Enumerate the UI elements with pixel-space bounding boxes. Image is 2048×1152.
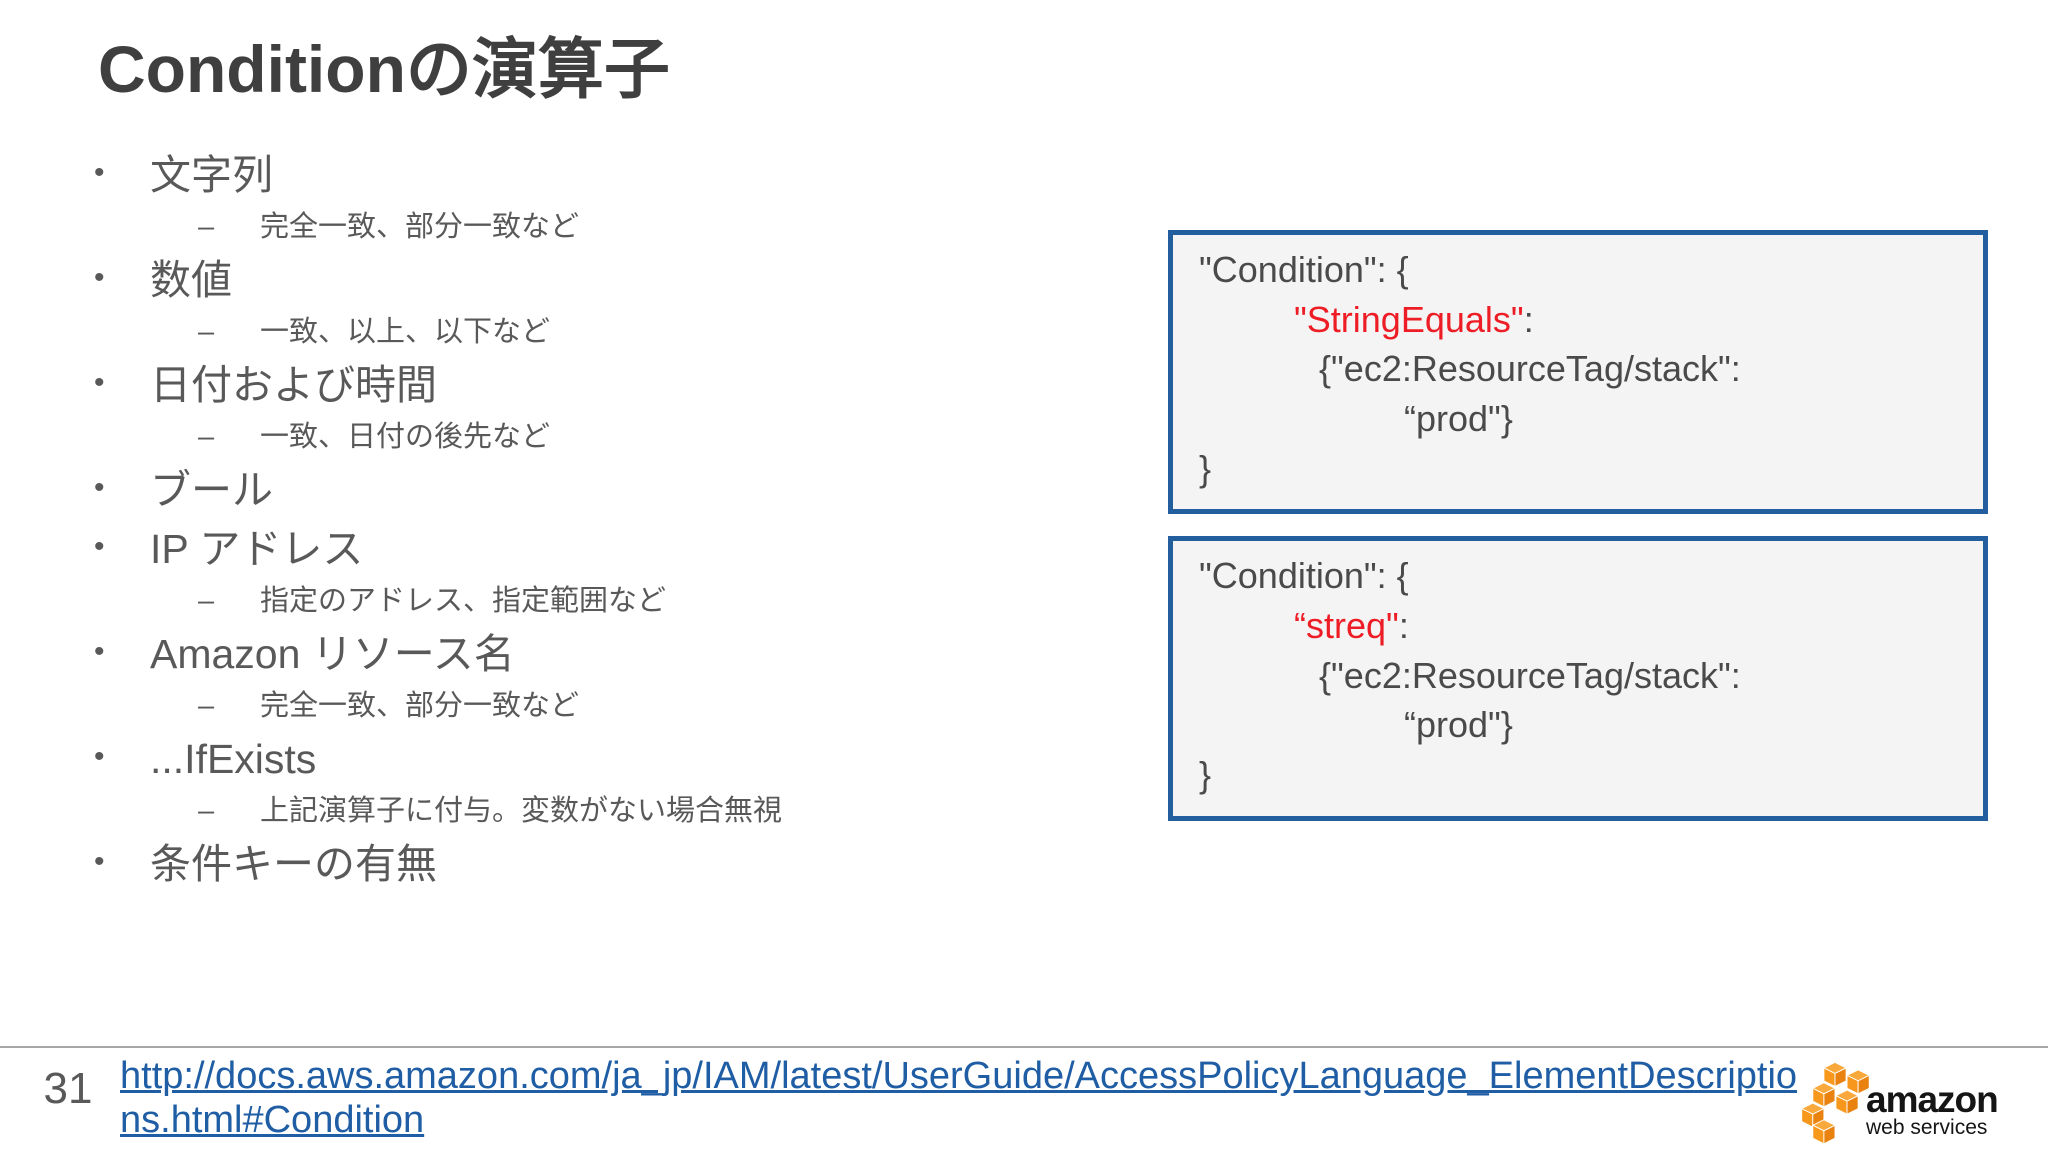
code-line: “prod"} [1404,704,1513,746]
code-line: {"ec2:ResourceTag/stack": [1319,348,1741,390]
bullet-subitem: 一致、日付の後先など [92,419,1112,457]
operator-highlight: “streq" [1294,605,1399,647]
bullet-item: 文字列 [92,150,1112,201]
aws-brand-label: amazon [1866,1078,1999,1120]
bullet-item: 数値 [92,255,1112,306]
code-line: } [1199,447,1212,489]
operator-colon: : [1523,298,1534,340]
operator-colon: : [1398,605,1409,647]
footer-divider [0,1046,2048,1048]
docs-url-line1: http://docs.aws.amazon.com/ja_jp/IAM/lat… [120,1055,1798,1097]
bullet-item: ブール [92,465,1112,516]
slide-page-number: 31 [43,1064,93,1113]
aws-logo: amazon web services [1798,1060,2044,1148]
bullet-item: 日付および時間 [92,360,1112,411]
code-line: “streq": [1199,601,1973,651]
aws-cubes-icon [1801,1061,1870,1145]
bullet-item: 条件キーの有無 [92,839,1112,890]
bullet-list: 文字列 完全一致、部分一致など 数値 一致、以上、以下など 日付および時間 一致… [92,142,1112,898]
bullet-subitem: 指定のアドレス、指定範囲など [92,583,1112,621]
bullet-subitem: 上記演算子に付与。変数がない場合無視 [92,793,1112,831]
code-box-streq: "Condition": { “streq": {"ec2:ResourceTa… [1168,536,1988,821]
page-title: Conditionの演算子 [98,32,670,106]
aws-subbrand-label: web services [1866,1116,1988,1140]
code-example-column: "Condition": { "StringEquals": {"ec2:Res… [1168,230,1988,843]
code-box-stringequals: "Condition": { "StringEquals": {"ec2:Res… [1168,230,1988,515]
bullet-subitem: 完全一致、部分一致など [92,209,1112,247]
bullet-item: IP アドレス [92,524,1112,575]
code-line: "StringEquals": [1199,295,1973,345]
bullet-subitem: 一致、以上、以下など [92,314,1112,352]
bullet-item: Amazon リソース名 [92,629,1112,680]
aws-logo-text: amazon web services [1866,1078,1999,1140]
code-line: “prod"} [1404,398,1513,440]
code-line: } [1199,754,1212,796]
operator-highlight: "StringEquals" [1294,298,1524,340]
code-line: "Condition": { [1199,249,1409,290]
bullet-item: ...IfExists [92,734,1112,785]
code-line: {"ec2:ResourceTag/stack": [1319,654,1741,696]
docs-url-link[interactable]: http://docs.aws.amazon.com/ja_jp/IAM/lat… [120,1054,1840,1142]
bullet-subitem: 完全一致、部分一致など [92,688,1112,726]
code-line: "Condition": { [1199,555,1409,597]
docs-url-line2: ns.html#Condition [120,1099,425,1142]
